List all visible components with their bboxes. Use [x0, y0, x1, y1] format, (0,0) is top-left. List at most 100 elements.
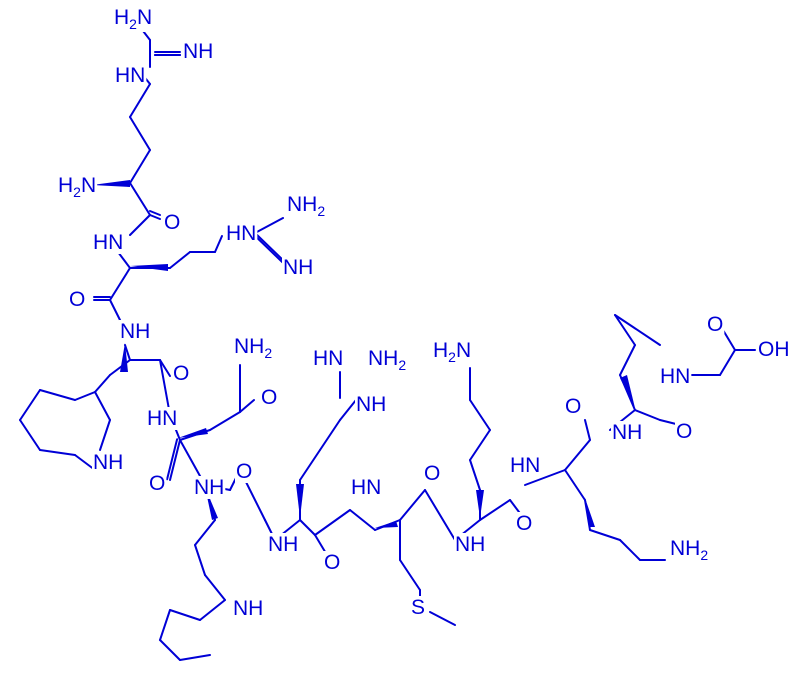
label-knockout: [350, 476, 383, 499]
label-knockout: [235, 460, 254, 483]
atom-label-layer: H2N NH HN H2N O HN HN NH2 NH O NH O NH H…: [57, 6, 791, 620]
lys8-chain-bond: [469, 459, 481, 491]
trp5-amide-n-label: NH: [194, 476, 224, 499]
met7-alpha-stereo-wedge: [375, 521, 398, 528]
bond-layer: [19, 26, 756, 661]
arg6-sidechain-bond: [339, 399, 357, 421]
arg1-guanidine-imine-label: NH: [183, 40, 213, 63]
label-knockout: [675, 420, 694, 443]
label-knockout: [260, 386, 279, 409]
gly11-chain-bond: [719, 349, 736, 376]
arg1-sidechain-bond: [129, 116, 151, 151]
label-knockout: [114, 64, 147, 87]
label-knockout: [564, 395, 583, 418]
label-knockout: [172, 362, 191, 385]
leu10-amide-n-label: NH: [612, 421, 642, 444]
arg1-alpha-amine-label: H2N: [58, 174, 96, 200]
label-knockout: [355, 393, 388, 416]
label-knockout: [146, 407, 179, 430]
lys9-alpha-stereo-wedge: [585, 498, 595, 527]
lys9-chain-bond: [584, 499, 591, 531]
gln4-amide-n-label: HN: [147, 407, 177, 430]
gln4-carbonyl-oxygen-label: O: [149, 472, 165, 495]
gln4-backbone-bond: [239, 399, 255, 413]
arg2-guanidine-imine-bond: [252, 233, 285, 265]
label-knockout: [119, 320, 152, 343]
label-knockout: [267, 533, 300, 556]
label-knockout: [232, 597, 265, 620]
arg2-alpha-stereo-wedge: [130, 264, 168, 271]
met7-backbone-bond: [399, 489, 426, 521]
arg1-alpha-stereo-wedge: [92, 180, 130, 187]
met7-amide-n-label: HN: [351, 476, 381, 499]
arg2-guanidine-bond: [254, 217, 284, 234]
label-knockout: [423, 462, 442, 485]
trp3-indole-bond: [94, 391, 111, 421]
trp3-indole-bond: [74, 391, 96, 401]
label-knockout: [68, 288, 87, 311]
met7-s-methyl-bond: [429, 611, 456, 626]
leu10-chain-bond: [614, 314, 636, 346]
arg1-sidechain-bond: [129, 83, 151, 118]
trp5-indole-bond: [194, 519, 216, 546]
trp3-indole-bond: [39, 389, 76, 401]
label-knockout: [659, 365, 692, 388]
gln4-backbone-bond: [159, 359, 171, 416]
arg6-alpha-stereo-wedge: [296, 484, 304, 518]
trp3-backbone-bond: [159, 359, 171, 377]
arg6-carbonyl-oxygen-label: O: [324, 551, 340, 574]
trp5-indole-bond: [169, 609, 201, 621]
trp5-indole-bond: [179, 654, 211, 661]
lys8-amide-n-label: NH: [455, 533, 485, 556]
arg6-sidechain-bond: [299, 449, 321, 481]
lys8-chain-bond: [469, 399, 491, 431]
trp3-indole-bond: [19, 389, 41, 421]
arg6-guanidine-n-label: NH: [356, 393, 386, 416]
leu10-chain-bond: [619, 344, 636, 376]
label-knockout: [193, 476, 226, 499]
label-knockout: [454, 533, 487, 556]
gln4-sidechain-oxygen-label: O: [261, 386, 277, 409]
met7-carbonyl-oxygen-label: O: [424, 462, 440, 485]
gly11-acid-carbonyl-oxygen-label: O: [707, 313, 723, 336]
lys9-chain-bond: [619, 539, 641, 561]
lys8-chain-bond: [424, 489, 456, 541]
trp3-indole-bond: [94, 374, 111, 393]
lys9-sidechain-nh2-label: NH2: [670, 537, 708, 563]
label-knockout: [282, 256, 315, 279]
lys8-carbonyl-oxygen-label: O: [516, 512, 532, 535]
label-knockout: [57, 174, 98, 200]
leu10-backbone-bond: [634, 409, 661, 421]
trp5-indole-bond: [194, 544, 206, 576]
arg1-carbonyl-bond: [149, 210, 161, 216]
lys9-chain-bond: [564, 469, 586, 501]
label-knockout: [757, 338, 791, 361]
label-knockout: [163, 211, 182, 234]
met7-backbone-bond: [314, 509, 351, 536]
arg1-sidechain-bond: [129, 149, 151, 184]
arg2-guanidine-n-label: HN: [226, 222, 256, 245]
trp5-indole-nh-label: NH: [233, 597, 263, 620]
arg1-backbone-bond: [129, 214, 151, 236]
trp3-indole-bond: [99, 419, 111, 451]
met7-sulfur-label: S: [411, 596, 425, 619]
arg2-backbone-bond: [109, 267, 131, 301]
label-knockout: [182, 40, 215, 63]
trp5-indole-bond: [159, 609, 171, 641]
label-knockout: [432, 339, 473, 365]
arg6-sidechain-bond: [319, 419, 341, 451]
trp3-amide-n-label: NH: [120, 320, 150, 343]
label-knockout: [92, 231, 125, 254]
trp5-carbonyl-oxygen-label: O: [236, 460, 252, 483]
trp3-carbonyl-oxygen-label: O: [173, 362, 189, 385]
gln4-alpha-stereo-wedge: [178, 428, 208, 438]
trp5-indole-bond: [199, 599, 226, 621]
leu10-chain-bond: [614, 314, 661, 346]
arg1-backbone-bond: [129, 182, 151, 216]
label-knockout: [312, 347, 345, 370]
trp5-indole-bond: [159, 639, 181, 661]
label-knockout: [92, 451, 125, 474]
gln4-carbonyl-bond: [166, 438, 179, 481]
gly11-amide-n-label: HN: [660, 365, 690, 388]
stereo-wedge-layer: [92, 180, 635, 528]
